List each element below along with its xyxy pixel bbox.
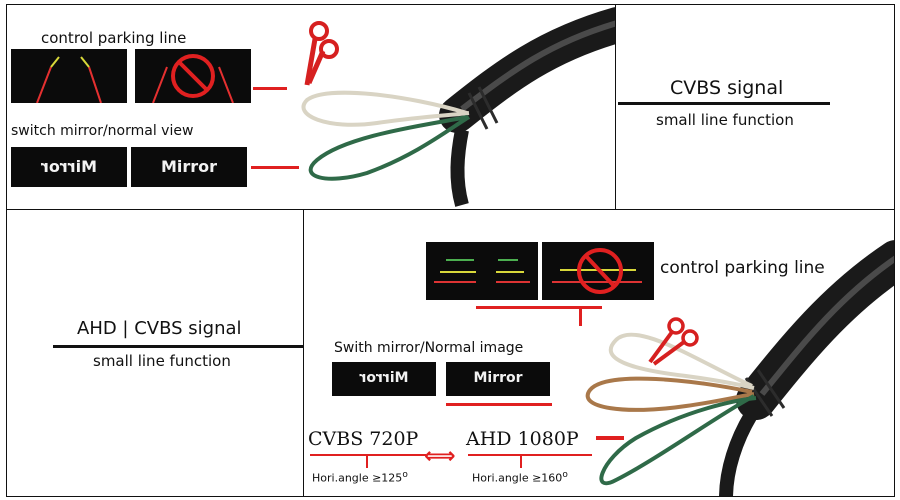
parking-guide-lines: [36, 56, 102, 103]
panel-ahd-diagram: control parking line Swith mirror/Normal…: [303, 209, 895, 497]
resolution-swap-arrow: ⟺: [424, 444, 456, 469]
scissors-icon: [648, 317, 699, 366]
parking-line-thumb: [11, 49, 127, 103]
mirror-switch-title: Swith mirror/Normal image: [334, 340, 524, 356]
cable-illustration: [301, 7, 615, 207]
cvbs-resolution: CVBS 720P: [308, 428, 419, 450]
function-subtitle: small line function: [93, 352, 231, 370]
cvbs-underline: [310, 454, 426, 456]
signal-title: CVBS signal: [670, 77, 784, 99]
connector-line-ahd: [596, 436, 624, 440]
connector-line-mirror: [251, 166, 299, 169]
panel-cvbs-title: CVBS signal small line function: [615, 4, 895, 210]
parking-line-label: control parking line: [660, 258, 825, 278]
parking-guide-lines: [434, 259, 530, 283]
mirrored-label: Mirror: [359, 370, 409, 386]
cvbs-stem: [366, 456, 368, 468]
cable-illustration: [585, 240, 894, 496]
ahd-resolution: AHD 1080P: [466, 428, 579, 450]
connector-line-mirror: [446, 403, 552, 406]
ahd-angle: Hori.angle ≥160o: [472, 470, 568, 485]
title-divider: [618, 102, 830, 105]
ahd-stem: [520, 456, 522, 468]
prohibited-icon: [152, 54, 234, 103]
mirrored-view-thumb: Mirror: [11, 147, 127, 187]
connector-line-parking: [476, 306, 602, 309]
prohibited-icon: [552, 248, 642, 294]
title-divider: [53, 345, 303, 348]
mirror-switch-title: switch mirror/normal view: [11, 123, 194, 139]
degree-mark: o: [562, 470, 568, 480]
ahd-underline: [468, 454, 592, 456]
connector-line-parking: [253, 87, 287, 90]
normal-view-thumb: Mirror: [131, 147, 247, 187]
cvbs-angle: Hori.angle ≥125o: [312, 470, 408, 485]
panel-ahd-title: AHD | CVBS signal small line function: [6, 209, 304, 497]
mirrored-label: Mirror: [40, 157, 98, 176]
normal-label: Mirror: [473, 370, 523, 386]
mirrored-view-thumb: Mirror: [332, 362, 436, 396]
ahd-angle-text: Hori.angle ≥160: [472, 471, 563, 485]
scissors-icon: [304, 21, 339, 86]
degree-mark: o: [402, 470, 408, 480]
signal-title: AHD | CVBS signal: [77, 318, 242, 339]
normal-view-thumb: Mirror: [446, 362, 550, 396]
cvbs-angle-text: Hori.angle ≥125: [312, 471, 403, 485]
function-subtitle: small line function: [656, 111, 794, 129]
parking-line-title: control parking line: [41, 29, 187, 47]
panel-cvbs-diagram: control parking line switch mirror/norma…: [6, 4, 616, 210]
parking-line-off-thumb: [135, 49, 251, 103]
connector-stem-parking: [579, 308, 582, 326]
normal-label: Mirror: [160, 157, 218, 176]
parking-line-thumb: [426, 242, 538, 300]
parking-line-off-thumb: [542, 242, 654, 300]
